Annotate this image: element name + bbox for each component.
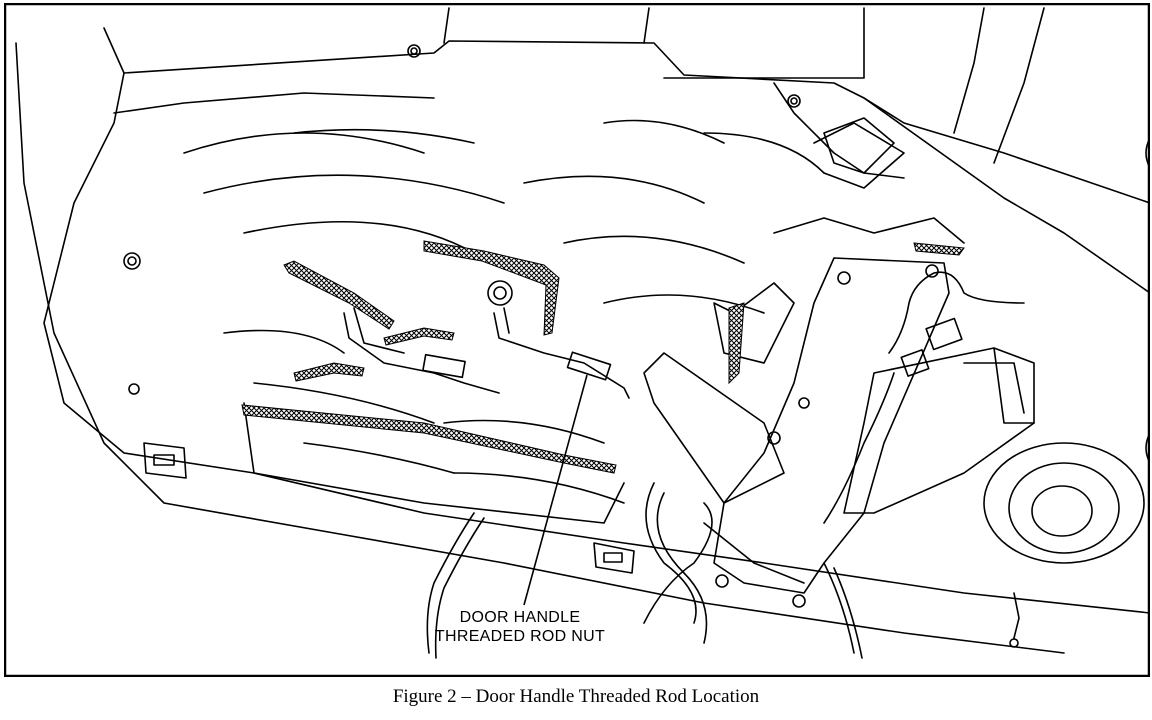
callout-label-line-2: THREADED ROD NUT [434, 628, 606, 645]
figure-border [4, 3, 1150, 677]
callout-label-line-1: DOOR HANDLE [459, 609, 581, 626]
figure-illustration [4, 3, 1150, 677]
callout-label-door-handle-nut: DOOR HANDLE THREADED ROD NUT [400, 608, 640, 646]
hatched-seal-strips [241, 240, 965, 474]
figure-caption: Figure 2 – Door Handle Threaded Rod Loca… [392, 686, 760, 707]
callout-leader-line [523, 374, 588, 606]
door-inner-panel [15, 7, 1150, 659]
